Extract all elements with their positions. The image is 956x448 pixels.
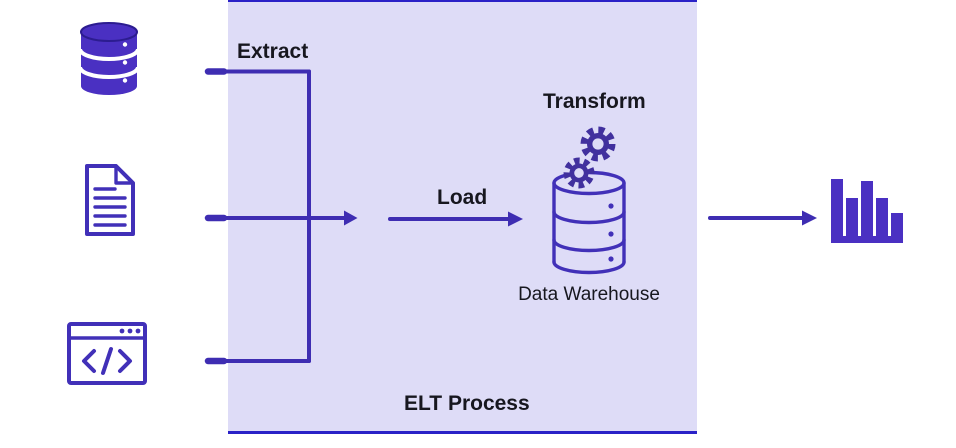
code-window-icon <box>67 322 147 385</box>
extract-label: Extract <box>237 40 309 63</box>
database-icon <box>79 22 139 95</box>
gear-large <box>580 126 616 162</box>
transform-label: Transform <box>543 90 646 113</box>
bar-chart-icon <box>831 179 903 243</box>
load-label: Load <box>437 186 488 209</box>
data-warehouse-label: Data Warehouse <box>518 284 660 305</box>
output-arrow <box>708 210 817 226</box>
gear-small <box>563 157 595 189</box>
document-icon <box>85 164 135 236</box>
gears-icon <box>563 126 616 189</box>
elt-process-label: ELT Process <box>404 392 530 415</box>
